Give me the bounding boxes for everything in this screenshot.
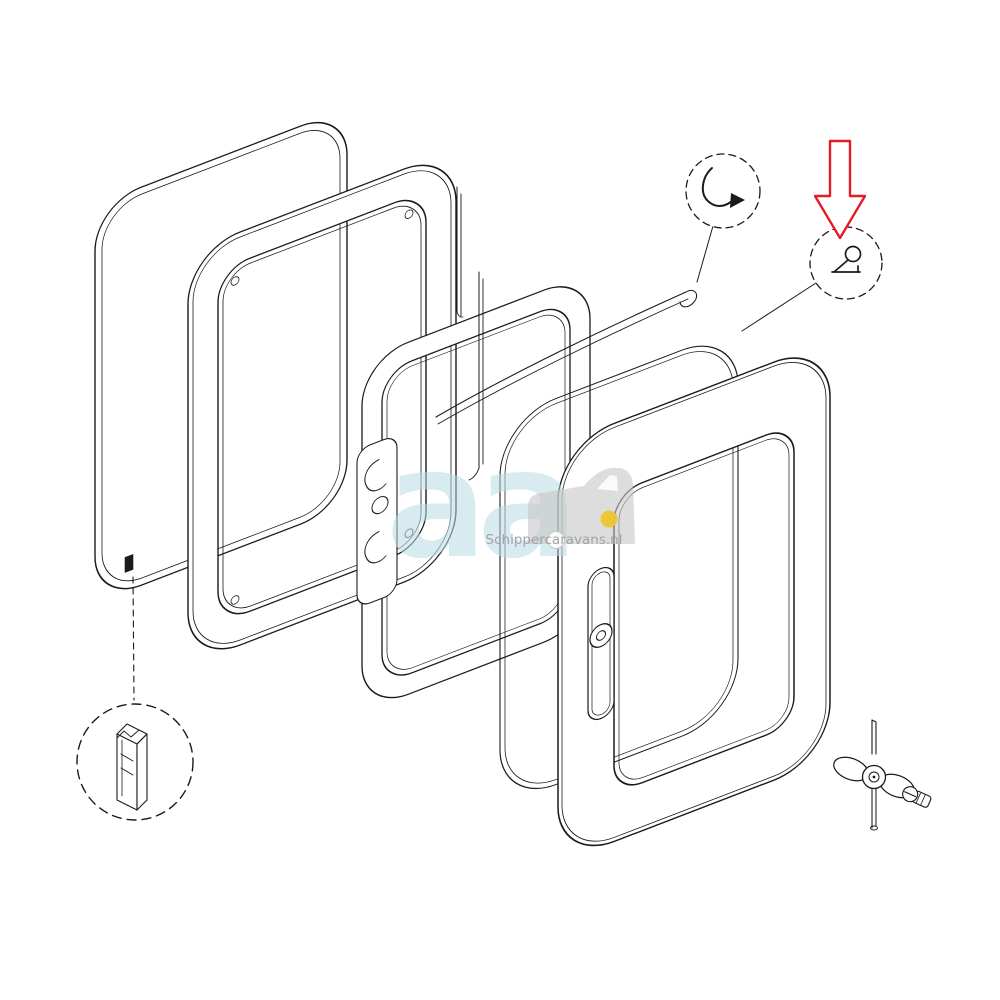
dashed-circle	[685, 153, 761, 229]
arrowhead-icon	[730, 193, 745, 208]
latch-frame-outline	[361, 286, 591, 699]
inner-frame-opening-line	[222, 205, 422, 609]
watermark: aa Schippercaravans.nl	[386, 418, 635, 592]
screw	[902, 786, 932, 808]
rotate-symbol-leader-line	[696, 225, 714, 283]
clip-fastener-symbol	[809, 226, 883, 300]
front-frame	[557, 357, 831, 847]
rotate-arrow-symbol	[685, 153, 761, 229]
keyhole	[596, 630, 606, 641]
retaining-clip-drawing	[116, 723, 148, 811]
handle-slot-inner-line	[591, 571, 611, 716]
latch-hook-upper	[364, 458, 387, 492]
watermark-van-windshield	[597, 475, 618, 491]
latch-mechanism	[356, 438, 398, 605]
clip-tail-icon	[833, 259, 849, 273]
wing-nut-pin-end	[870, 825, 878, 831]
pin-rod	[456, 186, 464, 318]
watermark-text: Schippercaravans.nl	[486, 532, 623, 548]
clip-symbol-leader-line	[741, 282, 817, 332]
rear-panel-outline	[94, 121, 348, 590]
front-frame-thickness-line	[561, 361, 827, 842]
latch-pivot	[371, 495, 389, 515]
screw-boss	[230, 276, 240, 286]
rubber-seal-cord	[435, 289, 698, 425]
clip-side-face	[136, 733, 148, 811]
curved-arrow-icon	[701, 167, 734, 207]
watermark-van-wheel-accent	[600, 510, 618, 528]
wing-nut-lower-pin	[871, 787, 877, 829]
clip-top-fold	[116, 723, 148, 745]
wing-nut-pin-cap	[871, 719, 877, 723]
latch-hook-lower	[364, 530, 387, 564]
handle	[587, 566, 615, 721]
clip-spring-tongues	[120, 753, 134, 776]
wing-nut-bore	[868, 771, 880, 783]
inner-frame	[187, 164, 457, 650]
screw-slot	[904, 791, 917, 798]
wing-nut-center	[872, 775, 876, 779]
rear-panel	[94, 121, 348, 590]
watermark-van-wheel	[547, 531, 565, 549]
highlight-arrow	[813, 139, 867, 240]
rear-panel-clip-slot	[124, 554, 134, 573]
screw-boss	[230, 595, 240, 605]
retaining-clip-detail	[76, 703, 194, 821]
wing-nut-upper-pin	[871, 719, 877, 755]
latch-housing	[356, 438, 398, 605]
clip-loop-icon	[844, 245, 862, 263]
screw-boss	[404, 209, 414, 219]
inner-frame-thickness-line	[192, 170, 452, 644]
latch-frame	[356, 286, 591, 699]
screw-threads	[915, 792, 926, 806]
lock-cylinder	[589, 623, 613, 648]
dashed-circle	[809, 226, 883, 300]
seal-cord-end-hook	[679, 289, 698, 308]
wing-nut	[833, 719, 915, 831]
seal-strip	[468, 271, 484, 481]
clip-detail-leader-line	[132, 576, 135, 701]
rear-panel-flange-line	[101, 130, 341, 582]
clip-top-zigzag	[116, 729, 140, 739]
screw-boss	[404, 528, 414, 538]
front-frame-opening-line	[618, 438, 790, 780]
